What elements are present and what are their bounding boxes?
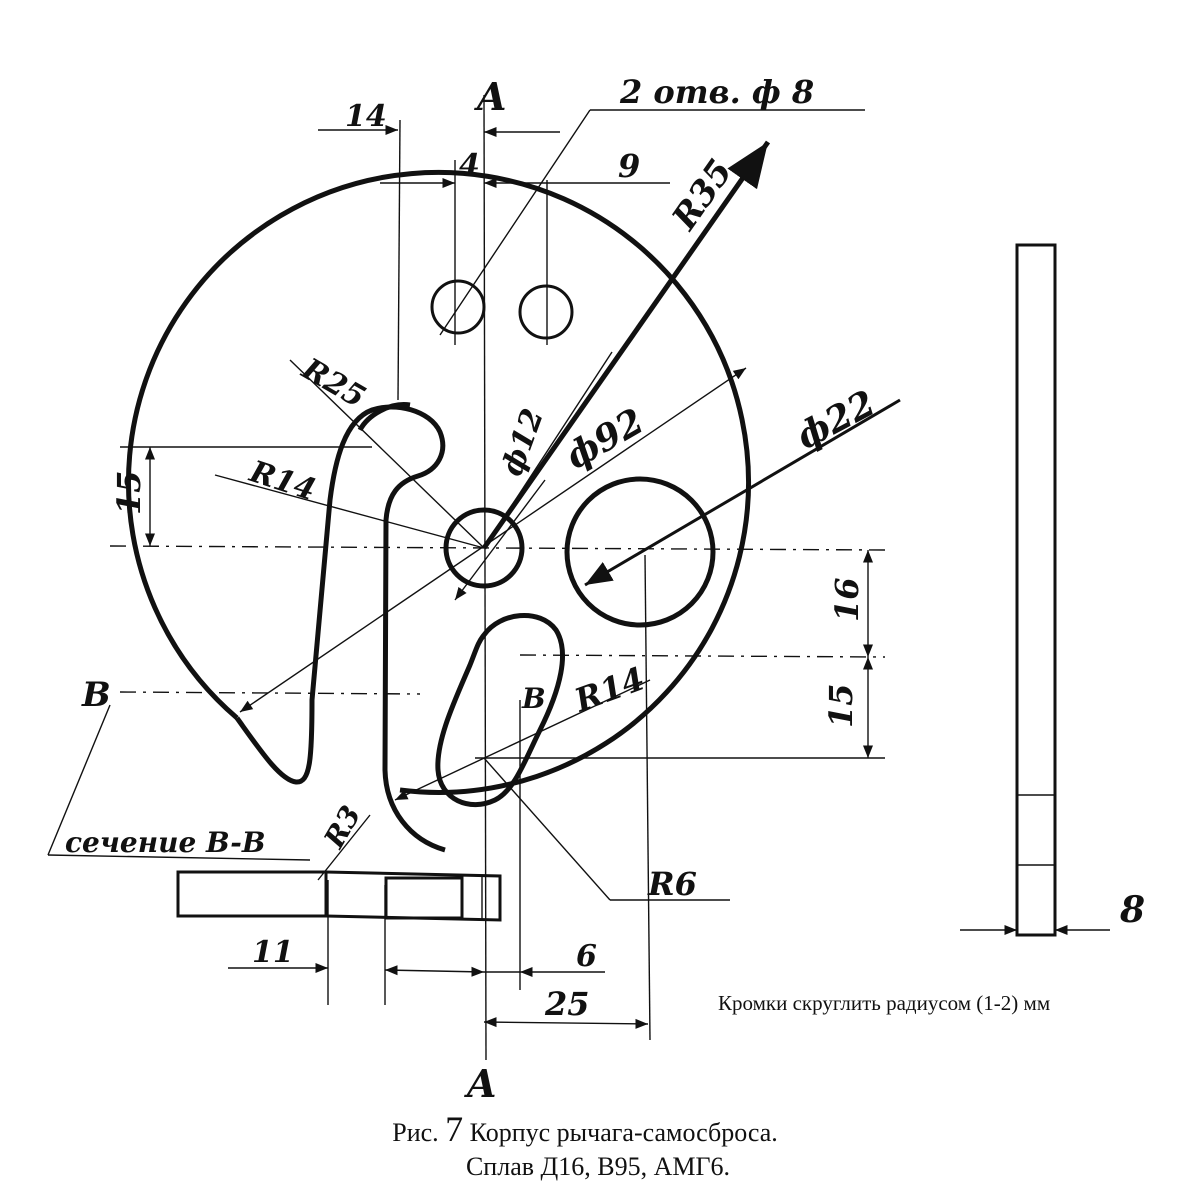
dim-15-right: 15 — [822, 683, 860, 728]
dim-25: 25 — [544, 985, 590, 1023]
caption-alloys: Сплав Д16, В95, АМГ6. — [466, 1152, 730, 1181]
small-hole-right — [518, 284, 574, 340]
caption-prefix: Рис. — [392, 1118, 438, 1147]
dim-r3: R3 — [317, 800, 367, 854]
svg-text:Рис. 7 Корпус рыча: Рис. 7 Корпус рычага-самосброса. — [392, 1109, 778, 1149]
section-a-bottom: A — [464, 1061, 496, 1106]
dim-14: 14 — [345, 99, 387, 134]
dim-6: 6 — [576, 939, 597, 974]
holes-note: 2 отв. ф 8 — [619, 73, 814, 111]
section-a-top: A — [474, 74, 506, 119]
caption-number: 7 — [445, 1109, 463, 1149]
side-view — [960, 243, 1110, 937]
dim-r6: R6 — [647, 865, 697, 903]
caption-title: Корпус рычага-самосброса. — [470, 1118, 778, 1147]
label-b-slot: B — [521, 682, 546, 715]
section-bb — [176, 870, 649, 1029]
label-b-left: B — [81, 675, 111, 715]
dim-4: 4 — [459, 148, 480, 183]
dim-8: 8 — [1119, 889, 1145, 931]
edge-rounding-note: Кромки скруглить радиусом (1-2) мм — [718, 991, 1050, 1015]
dim-11: 11 — [252, 935, 294, 970]
dim-r25: R25 — [295, 351, 371, 415]
section-bb-label: сечение B-B — [65, 826, 266, 859]
dimension-labels: 14 A 4 9 2 отв. ф 8 R35 R25 R14 ф12 ф92 … — [65, 73, 1145, 1106]
figure-caption: Рис. 7 Корпус рычага-самосброса. Сплав Д… — [392, 1109, 778, 1181]
dim-phi12: ф12 — [495, 404, 551, 481]
dim-9: 9 — [618, 147, 640, 185]
dim-15-left: 15 — [110, 470, 148, 515]
dim-r14-slot: R14 — [569, 659, 650, 719]
dim-16: 16 — [828, 577, 866, 622]
dim-r14-left: R14 — [245, 454, 320, 508]
dim-phi22: ф22 — [790, 382, 883, 458]
dimension-lines — [47, 109, 901, 990]
